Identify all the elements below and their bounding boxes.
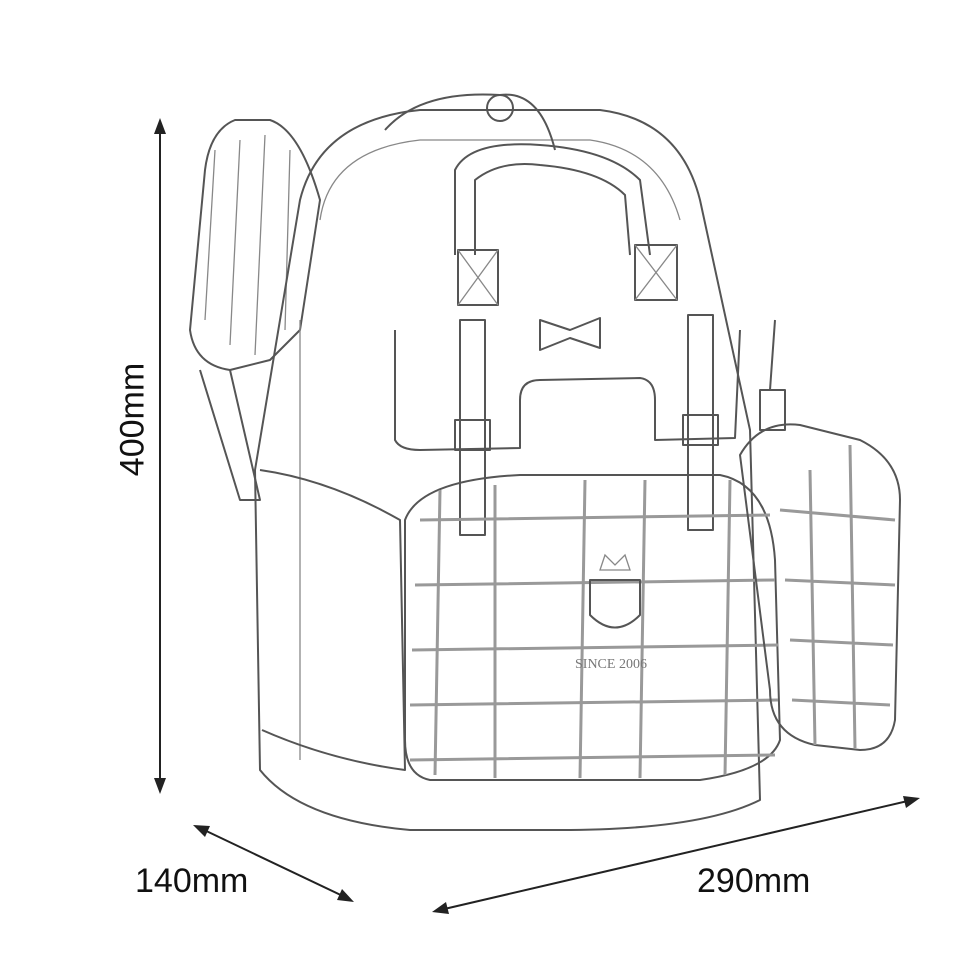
since-text: SINCE 2006: [575, 657, 647, 672]
backpack-body: [254, 109, 761, 831]
height-label: 400mm: [113, 362, 152, 477]
shoulder-strap: [189, 119, 321, 371]
depth-label: 140mm: [135, 862, 249, 900]
bow: [539, 317, 601, 351]
buckle-strap-left: [459, 319, 486, 536]
buckle-strap-right: [687, 314, 714, 531]
strap-tab-left: [457, 249, 499, 306]
height-arrow: [154, 118, 166, 794]
front-pocket: [404, 474, 781, 781]
front-flap: [394, 329, 741, 451]
depth-arrow: [193, 825, 354, 902]
buckle-left: [454, 419, 491, 451]
buckle-right: [682, 414, 719, 446]
plaid-pattern: [409, 479, 779, 779]
strap-tab-right: [634, 244, 678, 301]
button-icon: [486, 94, 514, 122]
crest: [589, 579, 641, 629]
width-arrow: [432, 796, 920, 914]
width-label: 290mm: [697, 862, 811, 900]
pencil-case: [739, 423, 901, 751]
